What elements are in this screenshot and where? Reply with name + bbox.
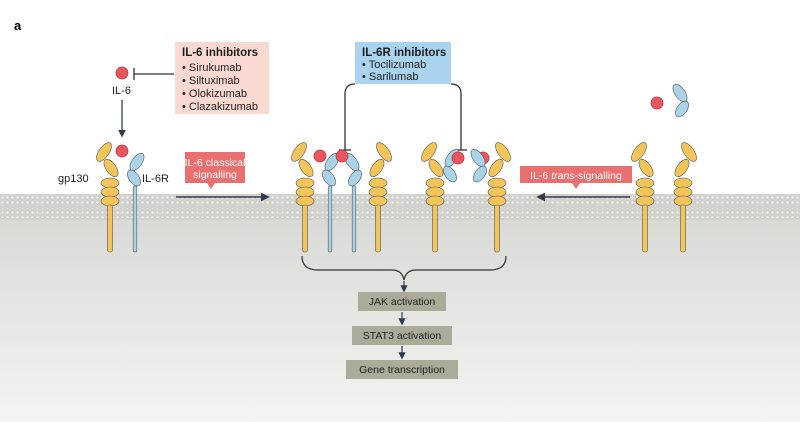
il6-inhibitor-item: • Clazakizumab	[182, 101, 258, 113]
il6-ligand	[650, 96, 664, 110]
gp130-domain	[368, 177, 388, 189]
gp130-stalk	[432, 204, 438, 253]
il6-inhibitor-item: • Sirukumab	[182, 62, 242, 74]
gp130-domain	[487, 195, 507, 207]
il6-inhibitors-box: IL-6 inhibitors • Sirukumab • Siltuximab…	[175, 42, 269, 114]
gp130-stalk	[107, 204, 113, 253]
gp130-stalk	[642, 204, 648, 253]
classical-signalling-line2: signalling	[193, 169, 237, 181]
gp130-domain	[635, 195, 655, 207]
gp130-domain	[428, 159, 444, 177]
soluble-il6r-domain	[473, 165, 487, 183]
membrane-inner-leaflet	[0, 208, 800, 218]
step-jak-activation: JAK activation	[358, 292, 446, 311]
il6r-inhibitors-box: IL-6R inhibitors • Tocilizumab • Sarilum…	[355, 42, 451, 84]
soluble-il6r-domain	[675, 100, 689, 118]
step-stat3-label: STAT3 activation	[363, 330, 442, 342]
gp130-domain	[425, 195, 445, 207]
trans-signalling-tag: IL-6 trans-signalling	[520, 166, 632, 189]
gp130-domain	[369, 159, 385, 177]
il6r-stalk	[327, 185, 333, 253]
gp130-stalk	[302, 204, 308, 253]
gp130-stalk	[680, 204, 686, 253]
gp130-domain	[100, 186, 120, 198]
il6-inhibition-line	[133, 68, 174, 80]
il6r-inhibitor-item: • Tocilizumab	[362, 59, 426, 71]
il6-ligand	[115, 144, 129, 158]
il6-ligand	[335, 149, 349, 163]
gp130-domain	[638, 159, 654, 177]
classical-signalling-line1: IL-6 classical	[185, 157, 246, 169]
il6r-stalk	[132, 185, 138, 253]
gp130-domain	[298, 159, 314, 177]
gp130-domain	[681, 142, 697, 162]
il6-inhibitor-item: • Olokizumab	[182, 88, 247, 100]
gp130-domain	[368, 186, 388, 198]
gp130-domain	[295, 177, 315, 189]
il6-ligand	[313, 149, 327, 163]
gp130-domain	[291, 142, 307, 162]
il6-label: IL-6	[112, 85, 131, 97]
gp130-domain	[376, 142, 392, 162]
convergence-bracket	[301, 255, 507, 281]
step-stat3-activation: STAT3 activation	[352, 326, 452, 345]
il6r-inhibition-bracket	[339, 83, 467, 151]
soluble-il6r-domain	[672, 84, 688, 102]
classical-signalling-tag: IL-6 classical signalling	[185, 152, 246, 189]
gp130-domain	[488, 159, 504, 177]
il6-inhibitor-item: • Siltuximab	[182, 75, 240, 87]
gp130-domain	[368, 195, 388, 207]
il6r-label: IL-6R	[142, 173, 169, 185]
cytoplasm	[0, 218, 800, 422]
gp130-domain	[673, 177, 693, 189]
gp130-domain	[425, 186, 445, 198]
step-jak-label: JAK activation	[369, 296, 436, 308]
gp130-domain	[421, 142, 437, 162]
step-gene-transcription: Gene transcription	[346, 360, 458, 379]
soluble-il6r-domain	[443, 165, 457, 183]
membrane-outer-leaflet	[0, 195, 800, 205]
panel-label: a	[14, 18, 22, 33]
gp130-domain	[487, 177, 507, 189]
gp130-domain	[100, 177, 120, 189]
gp130-domain	[425, 177, 445, 189]
il6-inhibitors-title: IL-6 inhibitors	[182, 47, 258, 59]
gp130-domain	[487, 186, 507, 198]
gp130-domain	[495, 142, 511, 162]
gp130-domain	[635, 186, 655, 198]
il6-ligand	[115, 66, 129, 80]
gp130-domain	[673, 186, 693, 198]
il6r-domain	[322, 169, 336, 187]
il6r-inhibitor-item: • Sarilumab	[362, 71, 418, 83]
il6r-domain	[129, 153, 145, 171]
gp130-domain	[295, 186, 315, 198]
gp130-domain	[295, 195, 315, 207]
gp130-domain	[631, 142, 647, 162]
gp130-domain	[100, 195, 120, 207]
gp130-stalk	[375, 204, 381, 253]
step-transcription-label: Gene transcription	[359, 364, 445, 376]
il6r-inhibitors-title: IL-6R inhibitors	[362, 47, 446, 59]
gp130-domain	[635, 177, 655, 189]
trans-signalling-label: IL-6 trans-signalling	[530, 170, 622, 182]
gp130-label: gp130	[58, 173, 89, 185]
gp130-domain	[674, 159, 690, 177]
il6r-domain	[127, 169, 141, 187]
gp130-domain	[103, 159, 119, 177]
il6r-domain	[348, 169, 362, 187]
gp130-stalk	[494, 204, 500, 253]
receptor-proteins	[96, 84, 697, 253]
gp130-domain	[96, 142, 112, 162]
il6-ligand	[451, 151, 465, 165]
il6r-stalk	[351, 185, 357, 253]
gp130-domain	[673, 195, 693, 207]
